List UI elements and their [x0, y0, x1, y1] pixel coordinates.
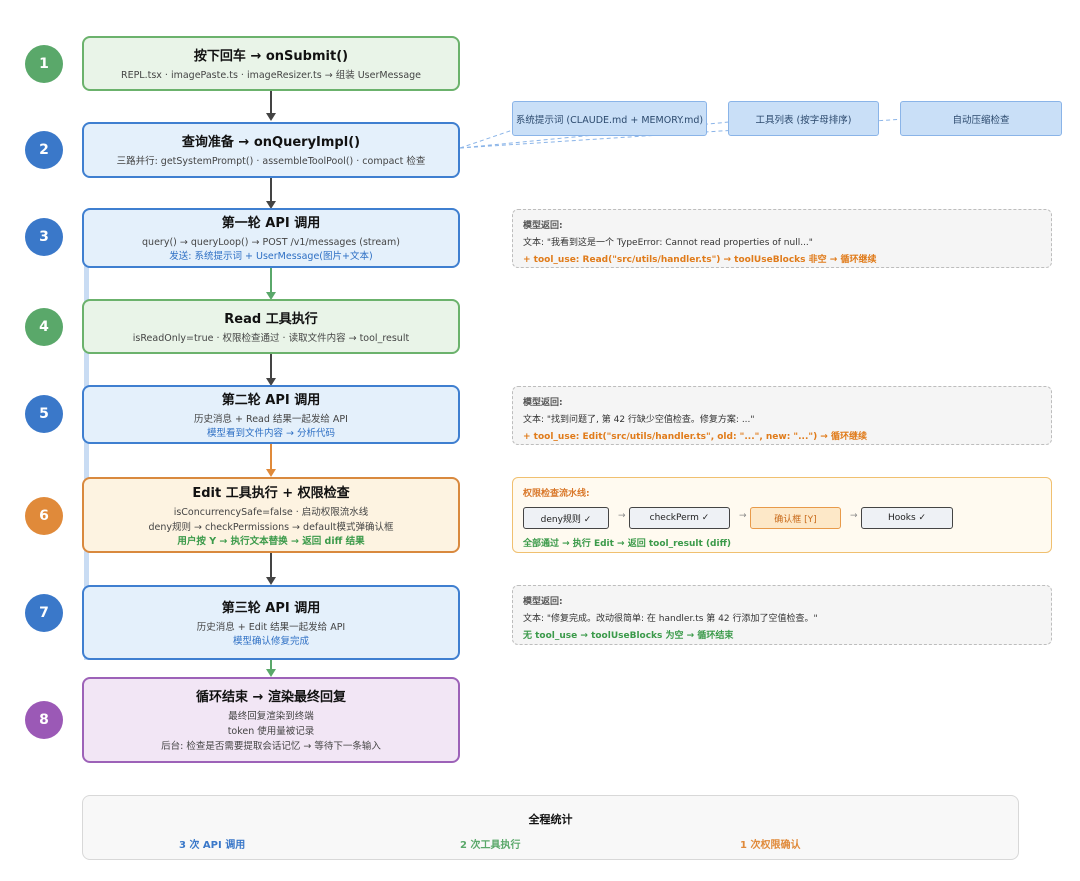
- note-text: 文本: "找到问题了, 第 42 行缺少空值检查。修复方案: ...": [523, 415, 755, 425]
- pipeline-arrow: →: [850, 511, 858, 521]
- arrow: [266, 577, 276, 585]
- chip-auto-compact: 自动压缩检查: [900, 101, 1062, 136]
- pipeline-hooks: Hooks ✓: [861, 507, 953, 529]
- note-action: + tool_use: Read("src/utils/handler.ts")…: [523, 255, 877, 265]
- step-title: 循环结束 → 渲染最终回复: [196, 690, 346, 705]
- step-3-box: 第一轮 API 调用 query() → queryLoop() → POST …: [82, 208, 460, 268]
- step-highlight: 模型看到文件内容 → 分析代码: [207, 427, 335, 439]
- pipeline-arrow: →: [618, 511, 626, 521]
- step-7-box: 第三轮 API 调用 历史消息 + Edit 结果一起发给 API 模型确认修复…: [82, 585, 460, 660]
- step-6-number: 6: [25, 497, 63, 535]
- step-title: 按下回车 → onSubmit(): [193, 48, 349, 64]
- chip-tool-list: 工具列表 (按字母排序): [728, 101, 879, 136]
- connector: [270, 178, 272, 202]
- chip-system-prompt: 系统提示词 (CLAUDE.md + MEMORY.md): [512, 101, 707, 136]
- step-6-box: Edit 工具执行 + 权限检查 isConcurrencySafe=false…: [82, 477, 460, 553]
- step-5-box: 第二轮 API 调用 历史消息 + Read 结果一起发给 API 模型看到文件…: [82, 385, 460, 444]
- pipeline-confirm-dialog: 确认框 [Y]: [750, 507, 841, 529]
- connector: [270, 444, 272, 470]
- permission-pipeline: 权限检查流水线: deny规则 ✓ → checkPerm ✓ → 确认框 [Y…: [512, 477, 1052, 553]
- step-detail: query() → queryLoop() → POST /v1/message…: [142, 237, 400, 248]
- stats-title: 全程统计: [528, 813, 573, 826]
- step-highlight: 用户按 Y → 执行文本替换 → 返回 diff 结果: [177, 535, 365, 547]
- step-8-number: 8: [25, 701, 63, 739]
- note-header: 模型返回:: [523, 398, 563, 408]
- pipeline-arrow: →: [739, 511, 747, 521]
- step-detail: 后台: 检查是否需要提取会话记忆 → 等待下一条输入: [161, 741, 381, 752]
- arrow: [266, 378, 276, 386]
- step-title: 第三轮 API 调用: [221, 600, 321, 616]
- connector: [270, 553, 272, 578]
- step-highlight: 模型确认修复完成: [232, 635, 309, 647]
- arrow: [266, 669, 276, 677]
- connector: [270, 268, 272, 294]
- step-1-box: 按下回车 → onSubmit() REPL.tsx · imagePaste.…: [82, 36, 460, 91]
- step-7-number: 7: [25, 594, 63, 632]
- step-2-number: 2: [25, 131, 63, 169]
- step-detail: 最终回复渲染到终端: [228, 711, 314, 722]
- step-detail: REPL.tsx · imagePaste.ts · imageResizer.…: [120, 69, 422, 81]
- step-title: Read 工具执行: [224, 311, 318, 327]
- stat-permission-confirms: 1 次权限确认: [740, 840, 801, 851]
- step-3-number: 3: [25, 218, 63, 256]
- arrow: [266, 292, 276, 300]
- note-action: 无 tool_use → toolUseBlocks 为空 → 循环结束: [523, 631, 734, 641]
- step-detail: token 使用量被记录: [227, 726, 315, 737]
- stat-tool-executions: 2 次工具执行: [460, 840, 521, 851]
- stats-panel: 全程统计 3 次 API 调用 2 次工具执行 1 次权限确认: [82, 795, 1019, 860]
- step-detail: isReadOnly=true · 权限检查通过 · 读取文件内容 → tool…: [132, 332, 410, 344]
- step-detail: deny规则 → checkPermissions → default模式弹确认…: [148, 521, 394, 533]
- step-detail: 三路并行: getSystemPrompt() · assembleToolPo…: [116, 156, 426, 167]
- step-title: Edit 工具执行 + 权限检查: [192, 485, 350, 501]
- step-detail: isConcurrencySafe=false · 启动权限流水线: [173, 506, 369, 518]
- step-8-box: 循环结束 → 渲染最终回复 最终回复渲染到终端 token 使用量被记录 后台:…: [82, 677, 460, 763]
- pipeline-result: 全部通过 → 执行 Edit → 返回 tool_result (diff): [523, 539, 731, 549]
- pipeline-deny-rule: deny规则 ✓: [523, 507, 609, 529]
- step-4-box: Read 工具执行 isReadOnly=true · 权限检查通过 · 读取文…: [82, 299, 460, 354]
- model-return-note-2: 模型返回: 文本: "找到问题了, 第 42 行缺少空值检查。修复方案: ...…: [512, 386, 1052, 445]
- note-header: 模型返回:: [523, 221, 563, 231]
- model-return-note-1: 模型返回: 文本: "我看到这是一个 TypeError: Cannot rea…: [512, 209, 1052, 268]
- pipeline-header: 权限检查流水线:: [523, 489, 590, 499]
- step-2-box: 查询准备 → onQueryImpl() 三路并行: getSystemProm…: [82, 122, 460, 178]
- model-return-note-3: 模型返回: 文本: "修复完成。改动很简单: 在 handler.ts 第 42…: [512, 585, 1052, 645]
- arrow: [266, 201, 276, 209]
- step-5-number: 5: [25, 395, 63, 433]
- note-text: 文本: "我看到这是一个 TypeError: Cannot read prop…: [523, 238, 813, 248]
- stat-api-calls: 3 次 API 调用: [179, 840, 246, 851]
- step-highlight: 发送: 系统提示词 + UserMessage(图片+文本): [169, 251, 373, 262]
- pipeline-check-perm: checkPerm ✓: [629, 507, 730, 529]
- connector: [270, 354, 272, 379]
- step-1-number: 1: [25, 45, 63, 83]
- step-detail: 历史消息 + Read 结果一起发给 API: [194, 413, 348, 425]
- connector: [270, 660, 272, 670]
- connector: [270, 90, 272, 115]
- arrow: [266, 469, 276, 477]
- step-4-number: 4: [25, 308, 63, 346]
- step-title: 查询准备 → onQueryImpl(): [181, 135, 361, 150]
- note-text: 文本: "修复完成。改动很简单: 在 handler.ts 第 42 行添加了空…: [523, 614, 818, 624]
- note-header: 模型返回:: [523, 597, 563, 607]
- step-title: 第二轮 API 调用: [221, 392, 321, 408]
- step-title: 第一轮 API 调用: [221, 216, 321, 231]
- note-action: + tool_use: Edit("src/utils/handler.ts",…: [523, 432, 867, 442]
- step-detail: 历史消息 + Edit 结果一起发给 API: [196, 621, 346, 633]
- arrow: [266, 113, 276, 121]
